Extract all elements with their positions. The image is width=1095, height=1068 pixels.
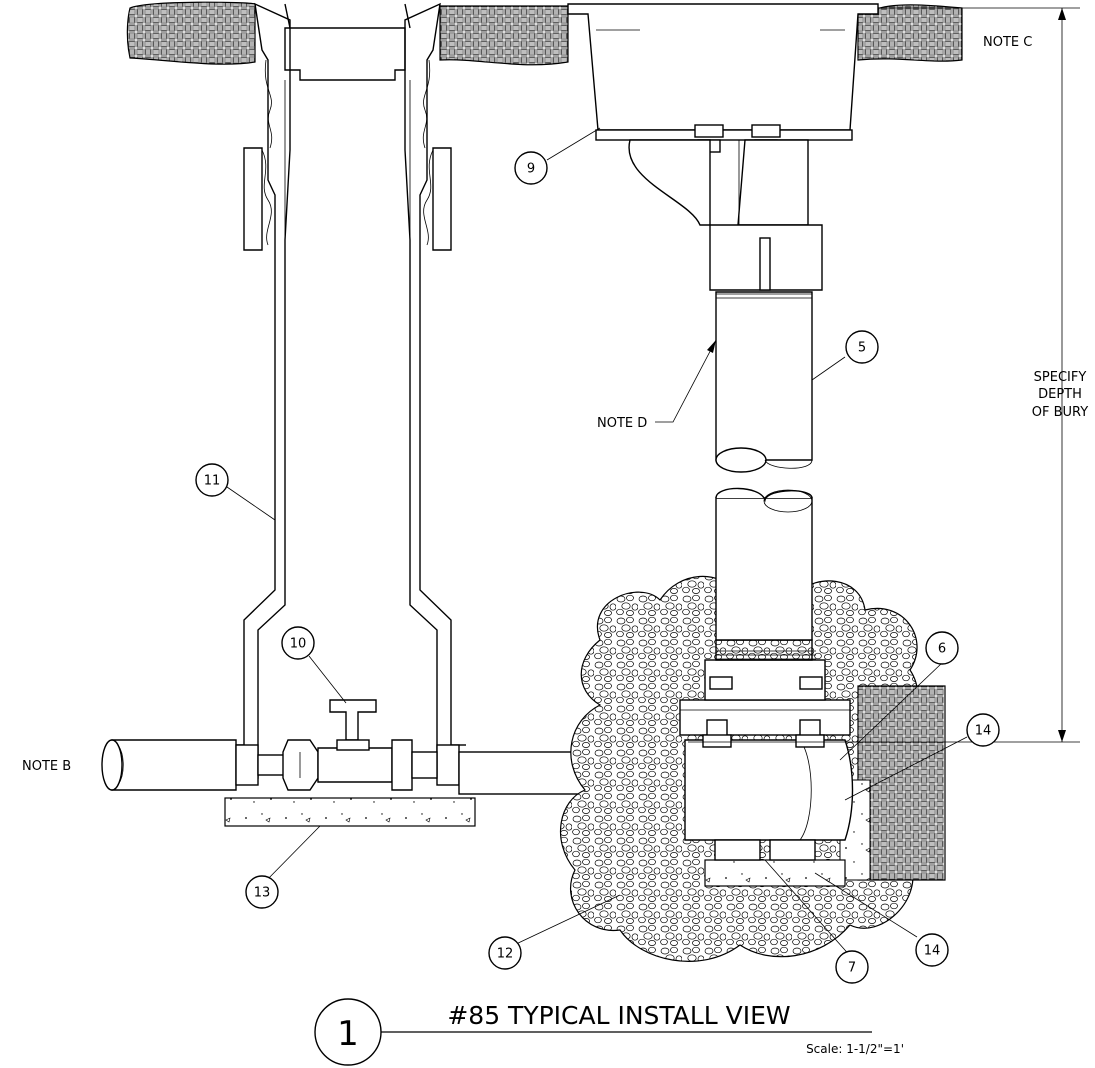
svg-text:9: 9 <box>527 162 535 177</box>
callout-7: 7 <box>835 950 869 984</box>
tee-fitting <box>679 639 854 861</box>
supply-pipe <box>101 739 237 791</box>
depth-dimension <box>688 7 1080 743</box>
surface-soil <box>126 1 963 66</box>
concrete-pad-left <box>224 797 476 827</box>
callout-14-lower: 14 <box>915 933 949 967</box>
callout-12: 12 <box>488 936 522 970</box>
svg-text:11: 11 <box>204 474 221 489</box>
svg-text:13: 13 <box>254 886 271 901</box>
svg-text:7: 7 <box>848 961 856 976</box>
valve-box <box>567 3 879 291</box>
concrete-pad-right <box>704 859 846 887</box>
callout-5: 5 <box>845 330 879 364</box>
callout-9: 9 <box>514 151 548 185</box>
callout-6: 6 <box>925 631 959 665</box>
svg-text:10: 10 <box>290 637 307 652</box>
note-b: NOTE B <box>22 759 71 774</box>
riser-pipe <box>715 289 813 641</box>
svg-text:6: 6 <box>938 642 946 657</box>
title-block: 1 #85 TYPICAL INSTALL VIEW Scale: 1-1/2"… <box>314 998 904 1066</box>
note-c: NOTE C <box>983 35 1032 50</box>
callout-13: 13 <box>245 875 279 909</box>
note-d: NOTE D <box>597 416 647 431</box>
callout-11: 11 <box>195 463 229 497</box>
svg-text:12: 12 <box>497 947 514 962</box>
right-soil <box>857 685 946 881</box>
svg-text:14: 14 <box>924 944 941 959</box>
depth-note-line-2: DEPTH <box>1038 387 1082 402</box>
riser-sleeve <box>230 2 466 779</box>
depth-note-line-1: SPECIFY <box>1034 370 1087 385</box>
callout-14-upper: 14 <box>966 713 1000 747</box>
svg-text:5: 5 <box>858 341 866 356</box>
view-number: 1 <box>337 1014 359 1054</box>
leader-lines <box>226 127 968 959</box>
view-scale: Scale: 1-1/2"=1' <box>806 1042 904 1056</box>
depth-note-line-3: OF BURY <box>1032 405 1088 420</box>
callout-10: 10 <box>281 626 315 660</box>
view-title: #85 TYPICAL INSTALL VIEW <box>447 1001 790 1030</box>
shutoff-valve <box>235 699 460 791</box>
svg-text:14: 14 <box>975 724 992 739</box>
